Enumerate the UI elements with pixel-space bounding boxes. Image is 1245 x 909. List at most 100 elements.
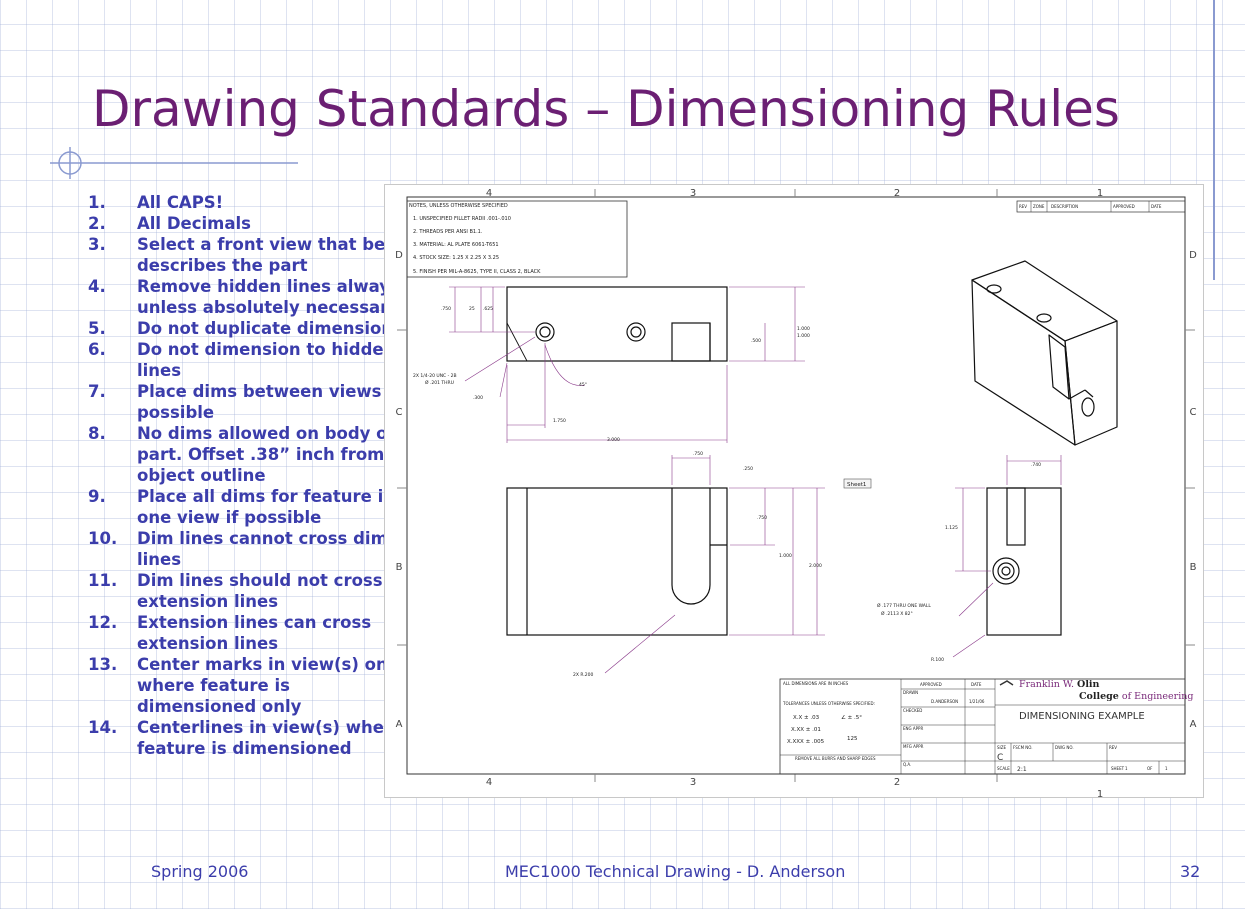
rule-item: 12. Extension lines can cross extension l…	[88, 612, 408, 654]
dim-label: 45°	[579, 382, 587, 388]
zone-row-label: D	[395, 250, 403, 261]
rule-item: 7. Place dims between views if possible	[88, 381, 408, 423]
rule-item: 8.No dims allowed on body of part. Offse…	[88, 423, 408, 486]
footer-date: Spring 2006	[151, 862, 249, 881]
side-view-dimensions	[952, 455, 1062, 658]
tb-burrs: REMOVE ALL BURRS AND SHARP EDGES	[795, 756, 876, 761]
tb-tol-angle: ∠ ± .5°	[841, 714, 862, 721]
notes-block: NOTES, UNLESS OTHERWISE SPECIFIED 1. UNS…	[406, 200, 628, 278]
tb-drawn-by: D.ANDERSON	[931, 699, 958, 704]
rule-item: 14. Centerlines in view(s) where feature …	[88, 717, 408, 759]
tb-tol-xxx: X.XX ± .01	[791, 727, 821, 733]
tb-of: OF	[1147, 766, 1153, 771]
sheet-tab: Sheet1	[843, 478, 872, 489]
rule-number: 8.	[88, 424, 106, 443]
tb-tol-xxxx: X.XXX ± .005	[787, 739, 825, 745]
tb-dwg-no: DWG NO.	[1055, 745, 1074, 750]
dim-label: .625	[483, 306, 493, 312]
tb-size: SIZE	[997, 745, 1006, 750]
rule-text: All CAPS!	[137, 193, 224, 212]
dim-label: .750	[757, 515, 767, 521]
rule-number: 5.	[88, 319, 106, 338]
rule-number: 6.	[88, 340, 106, 359]
notes-title: NOTES, UNLESS OTHERWISE SPECIFIED	[409, 203, 508, 209]
tb-approved: APPROVED	[920, 682, 942, 687]
rule-text: Centerlines in view(s) where feature is …	[137, 718, 404, 758]
zone-col-label: 2	[894, 188, 900, 199]
revision-table: REV ZONE DESCRIPTION APPROVED DATE	[1016, 200, 1186, 213]
zone-col-label: 4	[486, 777, 492, 788]
tb-college-bold: College	[1079, 691, 1119, 702]
rev-header: ZONE	[1033, 204, 1045, 209]
rule-number: 10.	[88, 529, 118, 548]
zone-col-label: 3	[690, 777, 696, 788]
rule-number: 1.	[88, 193, 106, 212]
rule-item: 13.Center marks in view(s) only where fe…	[88, 654, 408, 717]
isometric-view	[971, 260, 1118, 446]
tb-tol-note: TOLERANCES UNLESS OTHERWISE SPECIFIED:	[782, 701, 875, 706]
rule-number: 14.	[88, 718, 118, 737]
rule-text: Place dims between views if possible	[137, 382, 401, 422]
right-side-view	[986, 487, 1062, 636]
note-line: 5. FINISH PER MIL-A-8625, TYPE II, CLASS…	[413, 269, 541, 275]
rule-text: Do not dimension to hidden lines	[137, 340, 396, 380]
dim-label: 2X R.200	[573, 672, 593, 678]
tb-drawn-date: 1/21/06	[969, 699, 985, 704]
footer-page-number: 32	[1180, 862, 1201, 881]
tb-tol-xx: X.X ± .03	[793, 715, 820, 721]
dim-label: 1.000	[779, 553, 792, 559]
dim-label: .300	[473, 395, 483, 401]
tb-college: College of Engineering	[1079, 691, 1193, 702]
front-view-dimensions	[604, 455, 825, 674]
rule-item: 4. Remove hidden lines always, unless abs…	[88, 276, 408, 318]
rule-number: 7.	[88, 382, 106, 401]
top-view-dimensions	[449, 286, 805, 443]
zone-col-label: 1	[1097, 188, 1103, 199]
dim-label: .750	[693, 451, 703, 457]
tb-date: DATE	[971, 682, 982, 687]
drawing-svg: 4 3 2 1 4 3 2 1 D C B A D C B A NOTES, U…	[395, 188, 1197, 797]
tb-scale: SCALE	[997, 766, 1010, 771]
rule-item: 11.Dim lines should not cross extension …	[88, 570, 408, 612]
dim-label: .250	[743, 466, 753, 472]
zone-col-label: 4	[486, 188, 492, 199]
rule-text: Center marks in view(s) only where featu…	[137, 655, 405, 716]
hole-callout: 2X 1/4-20 UNC - 2B	[413, 373, 457, 379]
rule-text: Place all dims for feature in one view i…	[137, 487, 396, 527]
front-view	[506, 487, 728, 636]
footer-course: MEC1000 Technical Drawing - D. Anderson	[505, 862, 846, 881]
rev-header: REV	[1019, 204, 1027, 209]
zone-row-label: D	[1189, 250, 1197, 261]
rule-number: 4.	[88, 277, 106, 296]
rev-header: APPROVED	[1113, 204, 1135, 209]
rev-header: DATE	[1151, 204, 1162, 209]
tb-company: Franklin W. Olin	[1019, 679, 1100, 690]
dim-label: 2.000	[809, 563, 822, 569]
dim-label: 1.125	[945, 525, 958, 531]
sheet-tab-label: Sheet1	[847, 482, 866, 488]
dim-label: .500	[751, 338, 761, 344]
dim-label: R.100	[931, 657, 944, 663]
rev-header: DESCRIPTION	[1051, 204, 1078, 209]
title-crosshair-decoration	[50, 147, 298, 179]
tb-qa: Q.A.	[903, 762, 911, 767]
tb-sheet-val: 1	[1125, 766, 1128, 771]
olin-logo-icon	[999, 680, 1014, 686]
tb-fscm: FSCM NO.	[1013, 745, 1033, 750]
dim-label: 1.750	[553, 418, 566, 424]
note-line: 1. UNSPECIFIED FILLET RADII .001-.010	[413, 216, 511, 222]
rule-text: Remove hidden lines always, unless absol…	[137, 277, 407, 317]
tb-rev: REV	[1109, 745, 1117, 750]
zone-row-label: C	[1190, 407, 1197, 418]
dim-label: 25	[469, 306, 475, 312]
title-block: ALL DIMENSIONS ARE IN INCHES TOLERANCES …	[779, 678, 1193, 775]
rule-item: 6. Do not dimension to hidden lines	[88, 339, 408, 381]
note-line: 4. STOCK SIZE: 1.25 X 2.25 X 3.25	[413, 255, 499, 261]
tb-of-val: 1	[1165, 766, 1168, 771]
rule-text: Extension lines can cross extension line…	[137, 613, 372, 653]
rule-number: 12.	[88, 613, 118, 632]
hole-callout: Ø .2113 X 82°	[881, 610, 913, 617]
tb-drawn: DRAWN	[903, 690, 918, 695]
tb-eng-appr: ENG APPR	[903, 726, 923, 731]
tb-scale-value: 2:1	[1017, 766, 1027, 773]
